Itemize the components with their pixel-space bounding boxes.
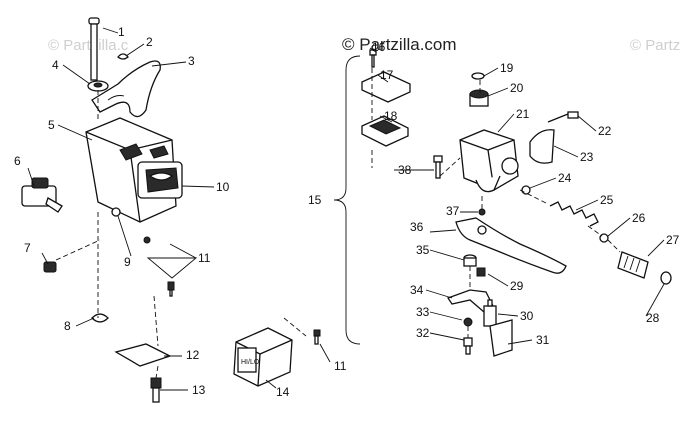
switch-label: HI/LO — [241, 359, 260, 366]
bushing-part-35 — [463, 254, 477, 267]
callout-26: 26 — [632, 211, 646, 225]
callout-33: 33 — [416, 305, 430, 319]
callout-32: 32 — [416, 326, 430, 340]
callout-5: 5 — [48, 118, 55, 132]
piston-part-27 — [617, 251, 649, 279]
callout-9: 9 — [124, 255, 131, 269]
switch-housing-part-31 — [489, 319, 513, 357]
housing-part-5 — [85, 117, 183, 223]
callout-11-left: 11 — [198, 251, 211, 265]
callout-13: 13 — [192, 383, 206, 397]
callout-34: 34 — [410, 283, 424, 297]
screw-part-11-right — [313, 329, 321, 345]
callout-12: 12 — [186, 348, 200, 362]
knob-part-6 — [21, 177, 63, 213]
clip-part-2 — [117, 53, 129, 60]
callout-8: 8 — [64, 319, 71, 333]
callout-6: 6 — [14, 154, 21, 168]
watermark-main: © Partzilla.com — [342, 35, 457, 54]
callout-22: 22 — [598, 124, 612, 138]
spring-part-25 — [549, 201, 599, 227]
master-cylinder-part-21 — [459, 129, 519, 193]
cover-part-17 — [361, 71, 411, 103]
callout-35: 35 — [416, 243, 430, 257]
callout-1: 1 — [118, 25, 125, 39]
washer-part-24 — [521, 185, 531, 195]
callout-14: 14 — [276, 385, 290, 399]
clamp-part-23 — [529, 129, 555, 164]
callout-21: 21 — [516, 107, 530, 121]
bolt-part-1 — [88, 17, 100, 81]
hi-lo-switch-part-14: HI/LO — [233, 327, 293, 387]
callout-3: 3 — [188, 54, 195, 68]
callout-37: 37 — [446, 204, 460, 218]
screw-head-11-upper — [143, 236, 151, 244]
bracket-part-3 — [91, 60, 161, 118]
watermark-ghost-left: © Partzilla.c — [48, 37, 129, 54]
callout-20: 20 — [510, 81, 524, 95]
plate-part-12 — [114, 343, 172, 367]
callout-38: 38 — [398, 163, 412, 177]
watermark-ghost-right: © Partz — [630, 37, 680, 54]
washer-part-9 — [111, 207, 121, 217]
group-bracket-15 — [333, 55, 361, 345]
callout-36: 36 — [410, 220, 424, 234]
callout-11-right: 11 — [334, 359, 347, 373]
nut-part-7 — [43, 261, 57, 273]
clip-part-8 — [91, 313, 109, 323]
callout-18: 18 — [384, 109, 398, 123]
screw-part-38 — [433, 155, 443, 179]
callout-10: 10 — [216, 180, 230, 194]
washer-part-19 — [471, 72, 485, 80]
nut-part-29 — [476, 267, 486, 277]
callout-17: 17 — [380, 68, 394, 82]
screw-part-22 — [547, 111, 579, 123]
screw-part-32 — [463, 337, 473, 355]
callout-28: 28 — [646, 311, 660, 325]
callout-23: 23 — [580, 150, 594, 164]
callout-29: 29 — [510, 279, 524, 293]
callout-7: 7 — [24, 241, 31, 255]
callout-4: 4 — [52, 58, 59, 72]
bolt-part-13 — [150, 377, 162, 403]
seal-part-28 — [660, 271, 672, 285]
callout-31: 31 — [536, 333, 550, 347]
gasket-part-18 — [361, 115, 409, 147]
callout-2: 2 — [146, 35, 153, 49]
brake-switch-part-30 — [483, 299, 497, 327]
callout-16: 16 — [372, 40, 386, 54]
callout-15: 15 — [308, 193, 322, 207]
callout-27: 27 — [666, 233, 680, 247]
nut-part-4 — [87, 80, 109, 92]
callout-19: 19 — [500, 61, 514, 75]
callout-30: 30 — [520, 309, 534, 323]
pivot-part-37 — [478, 208, 486, 216]
bushing-part-20 — [469, 89, 489, 107]
callout-25: 25 — [600, 193, 614, 207]
callout-24: 24 — [558, 171, 572, 185]
screw-part-33 — [463, 317, 473, 327]
screw-part-11-lower — [167, 281, 175, 297]
